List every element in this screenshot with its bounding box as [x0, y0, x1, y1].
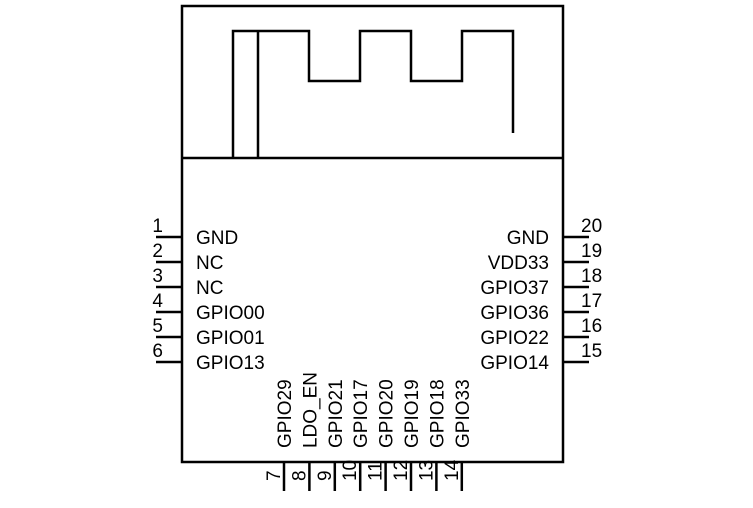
- right-pin-17-label: GPIO36: [480, 303, 549, 324]
- bottom-pin-10-label: GPIO17: [351, 379, 372, 448]
- left-pin-2-label: NC: [196, 253, 223, 274]
- right-pin-18-number: 18: [581, 266, 602, 287]
- left-pin-4-label: GPIO00: [196, 303, 265, 324]
- right-pin-18-label: GPIO37: [480, 278, 549, 299]
- left-pin-1-number: 1: [152, 216, 163, 237]
- right-pin-19-label: VDD33: [488, 253, 549, 274]
- right-pin-16-number: 16: [581, 316, 602, 337]
- left-pin-5-label: GPIO01: [196, 328, 265, 349]
- right-pin-16-label: GPIO22: [480, 328, 549, 349]
- right-pin-19-number: 19: [581, 241, 602, 262]
- bottom-pin-12-number: 12: [391, 460, 412, 481]
- bottom-pin-14-label: GPIO33: [453, 379, 474, 448]
- bottom-pin-11-number: 11: [366, 461, 387, 481]
- antenna-trace: [231, 29, 515, 158]
- bottom-pin-group: GPIO29 7 LDO_EN 8 GPIO21 9 GPIO17 10 GPIO20 11 GPI…: [264, 372, 474, 491]
- right-pin-20-number: 20: [581, 216, 602, 237]
- bottom-pin-12-label: GPIO19: [402, 379, 423, 448]
- left-pin-5-number: 5: [152, 316, 163, 337]
- left-pin-4-number: 4: [152, 291, 163, 312]
- left-pin-2-number: 2: [152, 241, 163, 262]
- bottom-pin-13-number: 13: [416, 460, 437, 481]
- right-pin-15-number: 15: [581, 341, 602, 362]
- right-pin-20-label: GND: [507, 228, 549, 249]
- bottom-pin-11-label: GPIO20: [377, 379, 398, 448]
- left-pin-3-number: 3: [152, 266, 163, 287]
- bottom-pin-8-number: 8: [289, 470, 310, 481]
- bottom-pin-8-label: LDO_EN: [300, 372, 321, 448]
- bottom-pin-7-label: GPIO29: [275, 379, 296, 448]
- bottom-pin-14-number: 14: [442, 459, 463, 481]
- right-pin-15-label: GPIO14: [480, 353, 549, 374]
- bottom-pin-9-label: GPIO21: [326, 379, 347, 448]
- left-pin-6-number: 6: [152, 341, 163, 362]
- left-pin-1-label: GND: [196, 228, 238, 249]
- bottom-pin-10-number: 10: [340, 460, 361, 481]
- module-body: [180, 4, 565, 464]
- left-pin-6-label: GPIO13: [196, 353, 265, 374]
- bottom-pin-13-label: GPIO18: [427, 379, 448, 448]
- left-pin-3-label: NC: [196, 278, 223, 299]
- bottom-pin-9-number: 9: [315, 470, 336, 481]
- bottom-pin-7-number: 7: [264, 470, 285, 481]
- right-pin-17-number: 17: [581, 291, 602, 312]
